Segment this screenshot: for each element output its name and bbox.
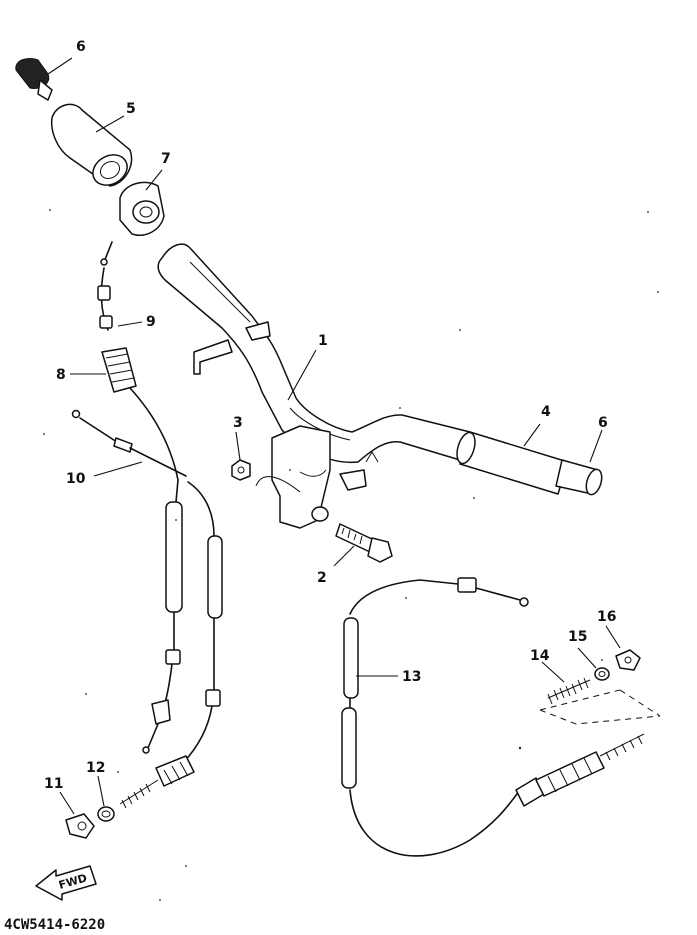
throttle-grip [50,103,133,187]
throttle-housing [119,181,165,236]
cap-12 [97,806,115,822]
grip-end-cap-left [15,57,53,101]
handlebar [157,243,471,491]
callout-15: 15 [568,629,587,645]
callout-7: 7 [161,151,171,167]
cable-10 [71,409,223,809]
callout-14: 14 [530,648,550,664]
callout-11: 11 [44,776,63,792]
grip-right [456,431,603,496]
callout-6-top: 6 [76,39,86,55]
wing-nut-16 [615,649,641,671]
drawing-code: 4CW5414-6220 [4,917,105,933]
adjuster-nut-11 [65,813,95,839]
handlebar-holder [255,425,331,529]
callout-5: 5 [126,101,136,117]
callout-12: 12 [86,760,105,776]
fwd-arrow: FWD [35,865,97,901]
brake-cable [341,577,645,857]
callout-16: 16 [597,609,616,625]
nut-3 [231,459,251,481]
callout-8: 8 [56,367,66,383]
spring-dash-box [539,689,661,725]
throttle-cable [97,241,183,754]
pin-15 [594,667,610,681]
callout-2: 2 [317,570,327,586]
leader-lines [47,57,621,815]
callout-1: 1 [318,333,328,349]
spring-14 [547,677,591,705]
callout-3: 3 [233,415,243,431]
bolt-2 [335,523,393,563]
callout-4: 4 [541,404,551,420]
callout-13: 13 [402,669,421,685]
specks [43,209,659,901]
callout-10: 10 [66,471,86,487]
callout-6-right: 6 [598,415,608,431]
callout-labels: 6 5 7 9 8 10 1 3 2 4 6 13 14 15 16 11 12 [44,39,616,792]
callout-9: 9 [146,314,156,330]
